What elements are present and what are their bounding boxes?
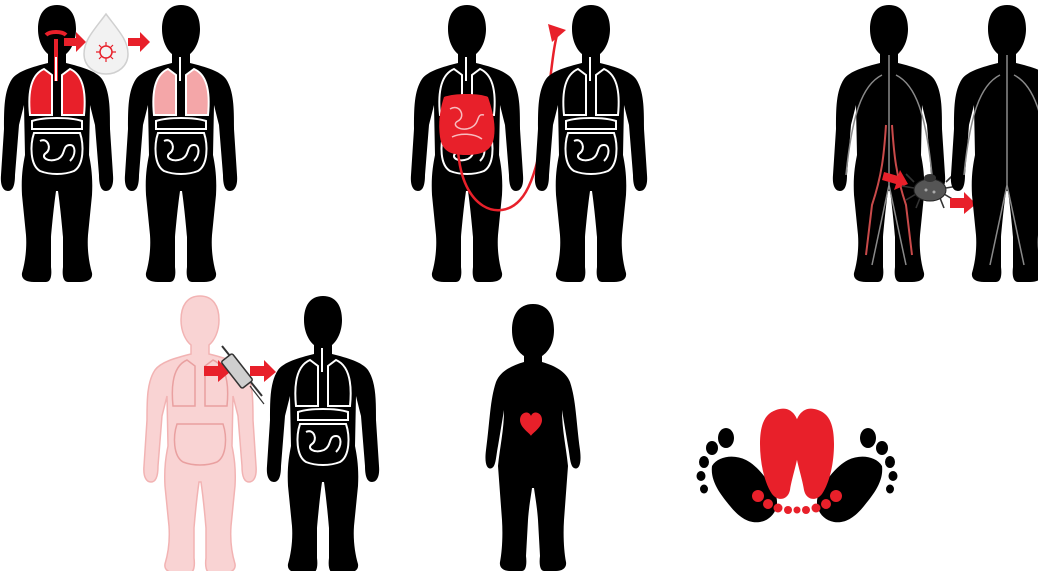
source-person	[833, 5, 945, 282]
vertical-route-group	[485, 304, 580, 571]
vector-borne-route-group	[833, 5, 1038, 282]
receiving-person	[535, 5, 647, 282]
bloodborne-route-group	[144, 296, 379, 571]
human-silhouette-icon	[267, 296, 379, 571]
recipient-person	[267, 296, 379, 571]
footprints-icon	[697, 409, 898, 523]
arrow-icon	[250, 360, 276, 382]
human-silhouette-icon	[951, 5, 1038, 282]
donor-person	[144, 296, 256, 571]
female-silhouette-icon	[485, 304, 580, 571]
human-silhouette-icon	[535, 5, 647, 282]
sexual-route-group	[697, 409, 898, 523]
fecal-oral-route-group	[411, 5, 647, 282]
droplet-icon	[84, 14, 128, 74]
arrow-icon	[128, 32, 150, 52]
intestine-icon	[439, 94, 494, 155]
pale-human-silhouette-icon	[144, 296, 256, 571]
source-person	[411, 5, 523, 282]
respiratory-route-group	[1, 5, 237, 282]
receiving-person	[951, 5, 1038, 282]
